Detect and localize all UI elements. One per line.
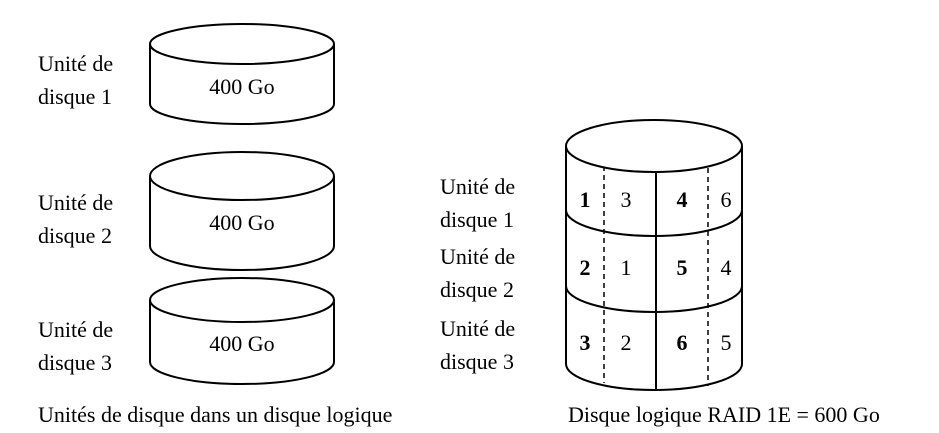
raid-block-number: 5	[677, 255, 688, 280]
raid-block-number: 4	[721, 255, 732, 280]
raid-block-number: 3	[580, 330, 591, 355]
raid-block-number: 6	[721, 187, 732, 212]
raid-block-number: 1	[580, 187, 591, 212]
raid-block-number: 4	[677, 187, 688, 212]
raid-block-number: 2	[621, 330, 632, 355]
disk-capacity: 400 Go	[209, 331, 274, 356]
raid-block-number: 6	[677, 330, 688, 355]
disk-cylinder: 400 Go	[149, 277, 335, 385]
disk-unit-label: Unité de disque 3	[38, 317, 114, 375]
raid-block-number: 1	[621, 255, 632, 280]
raid-cylinder: 1 3 4 6 2 1 5 4 3 2 6 5	[565, 119, 743, 391]
raid-block-number: 5	[721, 330, 732, 355]
disk-unit-label: Unité de disque 1	[38, 51, 114, 109]
disk-capacity: 400 Go	[209, 210, 274, 235]
raid-block-number: 2	[580, 255, 591, 280]
disk-cylinder: 400 Go	[149, 23, 335, 125]
left-caption: Unités de disque dans un disque logique	[38, 402, 393, 427]
disk-capacity: 400 Go	[209, 74, 274, 99]
row-divider	[565, 209, 743, 237]
raid-row-label: Unité de disque 3	[440, 316, 516, 374]
raid-block-number: 3	[621, 187, 632, 212]
row-divider	[565, 285, 743, 313]
disk-unit-label: Unité de disque 2	[38, 190, 114, 248]
raid-row-label: Unité de disque 1	[440, 174, 516, 232]
disk-cylinder: 400 Go	[149, 151, 335, 271]
raid-row-label: Unité de disque 2	[440, 244, 516, 302]
raid-caption: Disque logique RAID 1E = 600 Go	[568, 402, 880, 427]
